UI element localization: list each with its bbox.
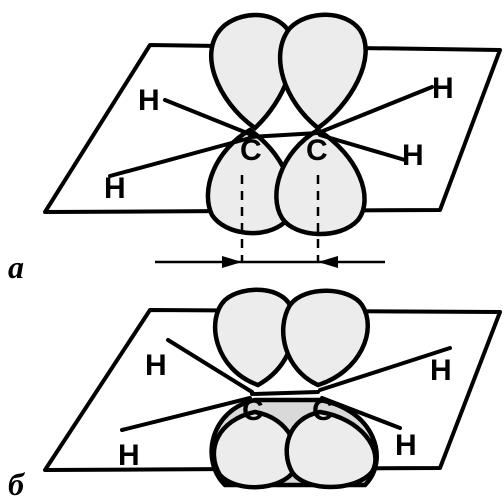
atom-c-right-a: C [306,134,328,167]
molecular-plane-a [43,43,502,214]
atom-h-top-left-b: H [145,349,167,382]
panel-a: H H C C H H а [8,12,502,285]
molecular-plane-b [43,308,502,472]
atom-c-left-b: C [242,394,264,427]
atom-h-bottom-left-b: H [118,439,140,472]
atom-h-bottom-left-a: H [104,172,126,205]
bond-h-top-left-a [163,98,254,137]
bond-c-c-b [250,390,320,396]
panel-b: H H C C H H б [8,287,502,500]
arrow-right-pointing-a [222,256,242,268]
p-orbital-lower-right-a [274,127,367,237]
arrow-left-pointing-a [318,256,338,268]
bond-h-top-right-b [318,346,452,392]
p-orbital-upper-right-b [281,288,370,388]
bond-c-c-a [248,131,320,139]
panel-label-a: а [8,249,24,285]
atom-c-right-b: C [312,394,334,427]
p-orbital-lower-right-b [284,409,378,490]
atom-h-top-right-a: H [432,72,454,105]
atom-h-bottom-right-a: H [402,139,424,172]
bond-h-bottom-right-a [318,133,407,162]
bond-h-bottom-left-b [120,396,252,432]
bond-h-bottom-right-b [320,396,402,430]
atom-h-top-left-a: H [138,84,160,117]
p-orbital-upper-right-a [277,12,368,131]
atom-h-top-right-b: H [430,354,452,387]
bond-h-top-left-b [166,338,254,394]
bond-h-bottom-left-a [108,136,252,178]
bond-h-top-right-a [316,85,434,135]
atom-h-bottom-right-b: H [395,429,417,462]
panel-label-b: б [8,466,26,500]
atom-c-left-a: C [240,134,262,167]
